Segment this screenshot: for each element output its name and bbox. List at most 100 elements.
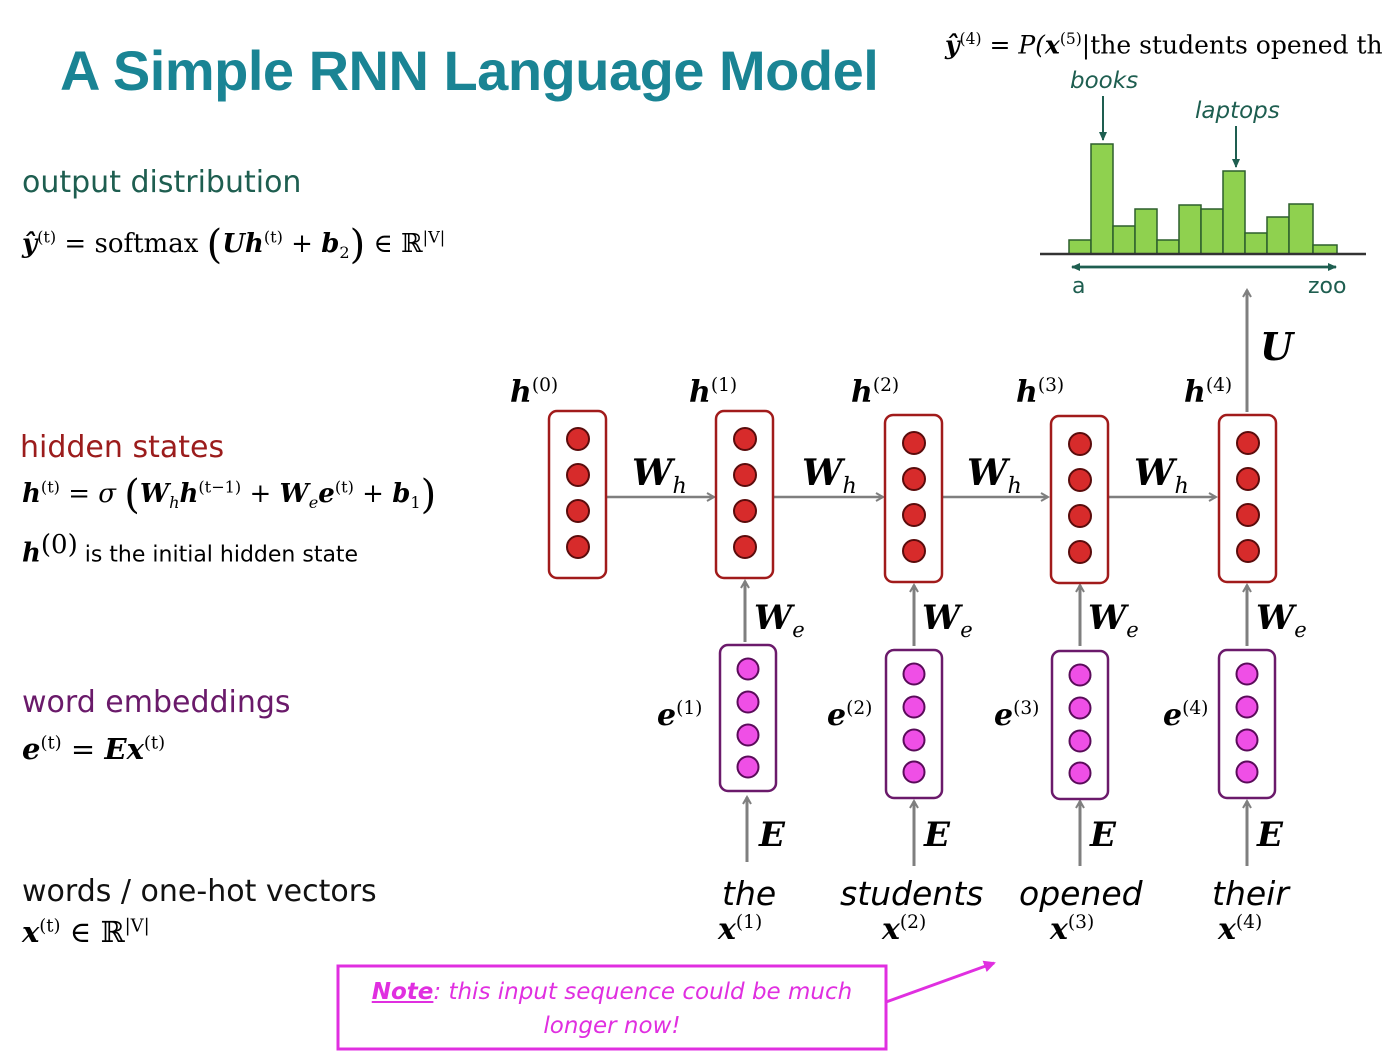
output-equation: ŷ(t) = softmax (Uh(t) + b2) ∈ ℝ|V|	[22, 222, 446, 268]
init-h: h	[22, 538, 41, 569]
Wh-4-sub: h	[1174, 473, 1189, 500]
e3-sup: (3)	[1013, 698, 1040, 719]
word-embeddings-label: word embeddings	[22, 685, 291, 720]
h0-name: h	[510, 375, 532, 410]
page-title: A Simple RNN Language Model	[60, 39, 879, 102]
hidden-box-3	[1049, 414, 1110, 585]
words-eq-sup: (t)	[39, 915, 61, 937]
note-line-1-text: : this input sequence could be much	[433, 979, 853, 1005]
Wh-label-1: Wh	[632, 452, 687, 499]
hidden-eq-Wh-sub: h	[169, 493, 180, 513]
output-eq-in: ∈ ℝ	[365, 229, 423, 259]
top-formula: ŷ(4) = P(x(5)|the students opened th	[945, 30, 1383, 59]
token-word-2: students	[840, 874, 984, 913]
output-histogram	[1040, 96, 1366, 271]
hist-bar	[1178, 204, 1202, 255]
e3-label: e(3)	[994, 698, 1039, 733]
note-bold: Note	[371, 979, 434, 1005]
words-eq-V: |V|	[124, 915, 150, 937]
embedding-equation: e(t) = Ex(t)	[22, 732, 165, 766]
h2-label: h(2)	[851, 375, 899, 410]
embed-eq-sup: (t)	[40, 732, 62, 754]
embed-eq-x: x	[126, 732, 144, 766]
Wh-label-3: Wh	[967, 452, 1022, 499]
note-text: Note: this input sequence could be much …	[340, 975, 884, 1043]
token-word-1: the	[722, 874, 777, 913]
words-eq-x: x	[22, 915, 40, 949]
hidden-eq-h: h	[22, 479, 41, 509]
hidden-eq-b: b	[392, 479, 411, 509]
token-x-3: x(3)	[1050, 912, 1094, 947]
We-label-1: We	[754, 598, 805, 642]
hidden-box-0	[547, 409, 608, 580]
embed-eq-e: e	[22, 732, 41, 766]
token-x-4-sup: (4)	[1235, 912, 1263, 933]
token-word-4: their	[1212, 874, 1289, 913]
hidden-eq-hprev-sup: (t−1)	[198, 477, 242, 497]
We-1-sub: e	[792, 616, 805, 642]
token-x-2-sup: (2)	[899, 912, 927, 933]
top-formula-x: x	[1044, 30, 1060, 60]
embed-box-4	[1217, 648, 1277, 800]
hidden-eq-e-sup: (t)	[334, 477, 354, 497]
hist-bar	[1068, 239, 1092, 255]
Wh-label-4: Wh	[1134, 452, 1189, 499]
output-eq-h: h	[244, 229, 264, 259]
top-formula-x-sup: (5)	[1059, 30, 1082, 48]
hidden-box-2	[883, 413, 944, 584]
output-eq-softmax: = softmax	[56, 229, 199, 259]
e2-label: e(2)	[827, 698, 872, 733]
e1-name: e	[657, 698, 677, 733]
e4-label: e(4)	[1163, 698, 1208, 733]
axis-end-label: zoo	[1308, 274, 1347, 299]
output-eq-sup: (t)	[37, 227, 57, 247]
hidden-eq-b-sub: 1	[410, 493, 421, 513]
words-equation: x(t) ∈ ℝ|V|	[22, 915, 150, 949]
h1-sup: (1)	[710, 375, 738, 396]
output-eq-h-sup: (t)	[263, 227, 283, 247]
Wh-1-sub: h	[672, 473, 687, 500]
hidden-eq-We-sub: e	[308, 493, 319, 513]
token-x-2: x(2)	[882, 912, 926, 947]
hidden-box-4	[1217, 413, 1278, 584]
hidden-eq-plus: +	[241, 479, 280, 509]
token-x-1: x(1)	[718, 912, 762, 947]
hist-bar-laptops	[1222, 170, 1246, 255]
token-x-4: x(4)	[1218, 912, 1262, 947]
We-label-4: We	[1256, 598, 1307, 642]
hidden-eq-plus2: +	[353, 479, 393, 509]
Wh-4-name: W	[1134, 452, 1175, 494]
h4-sup: (4)	[1205, 375, 1233, 396]
top-formula-eq: = P(	[981, 30, 1045, 60]
We-label-2: We	[922, 598, 973, 642]
token-x-1-sup: (1)	[735, 912, 763, 933]
e2-sup: (2)	[846, 698, 873, 719]
axis-start-label: a	[1072, 274, 1086, 299]
e1-label: e(1)	[657, 698, 702, 733]
books-label: books	[1070, 68, 1139, 94]
hidden-eq-e: e	[318, 479, 335, 509]
E-label-3: E	[1090, 815, 1116, 855]
hidden-states-label: hidden states	[20, 430, 225, 465]
e4-name: e	[1163, 698, 1183, 733]
hidden-eq-sup: (t)	[40, 477, 60, 497]
output-eq-b: b	[321, 229, 340, 259]
embed-box-3	[1050, 649, 1110, 801]
h2-sup: (2)	[872, 375, 900, 396]
We-3-name: W	[1088, 598, 1127, 638]
e2-name: e	[827, 698, 847, 733]
E-label-4: E	[1257, 815, 1283, 855]
E-label-2: E	[924, 815, 950, 855]
embed-eq-eq: =	[61, 732, 105, 766]
hidden-state-boxes	[547, 409, 1278, 585]
We-3-sub: e	[1126, 616, 1139, 642]
note-line-2: longer now!	[543, 1013, 681, 1039]
We-2-sub: e	[960, 616, 973, 642]
U-label: U	[1260, 324, 1294, 369]
h1-name: h	[689, 375, 711, 410]
embed-eq-E: E	[104, 732, 127, 766]
hist-bar	[1200, 208, 1224, 255]
hist-bar	[1288, 203, 1314, 255]
e1-sup: (1)	[676, 698, 703, 719]
